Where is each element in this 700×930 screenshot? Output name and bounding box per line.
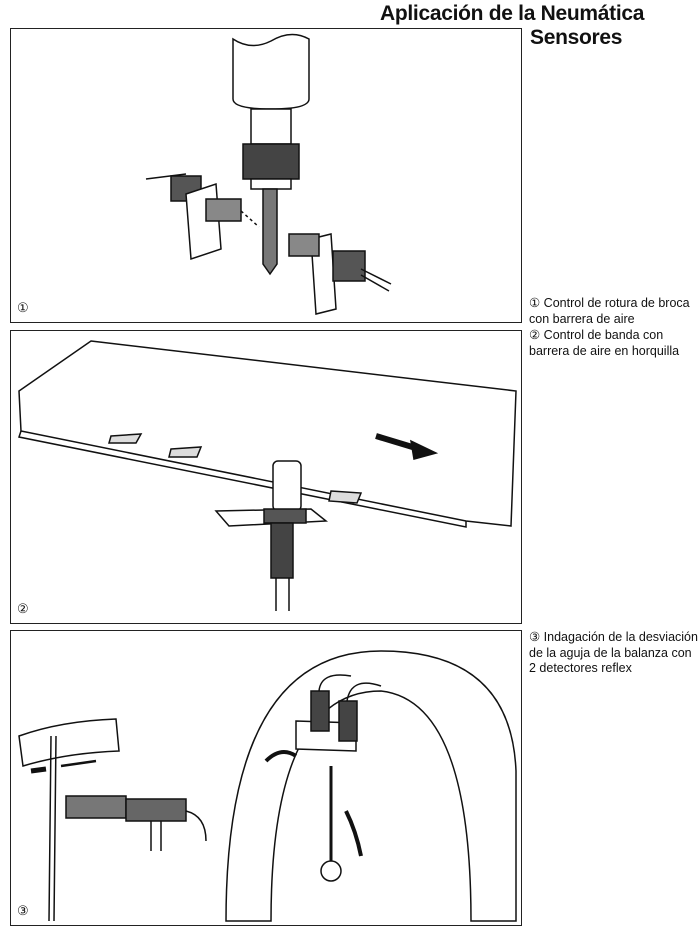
panel-number: ② [17,601,29,616]
band-illustration [18,340,517,611]
illustration-balance-needle: ③ [10,630,522,926]
caption-1: ① Control de rotura de broca con barrera… [529,296,690,326]
title-line-1: Aplicación de la Neumática [380,2,645,25]
page-title: Aplicación de la Neumática Sensores [380,2,644,50]
title-line-2: Sensores [530,26,623,49]
drill-illustration [145,33,392,315]
panel-number: ③ [17,903,29,918]
caption-3: ③ Indagación de la desviación de la aguj… [529,630,698,675]
caption-2: ② Control de banda con barrera de aire e… [529,328,680,358]
illustration-drill-break-control: ① [10,28,522,323]
balance-illustration [18,650,517,922]
illustration-band-control: ② [10,330,522,624]
panel-number: ① [17,300,29,315]
